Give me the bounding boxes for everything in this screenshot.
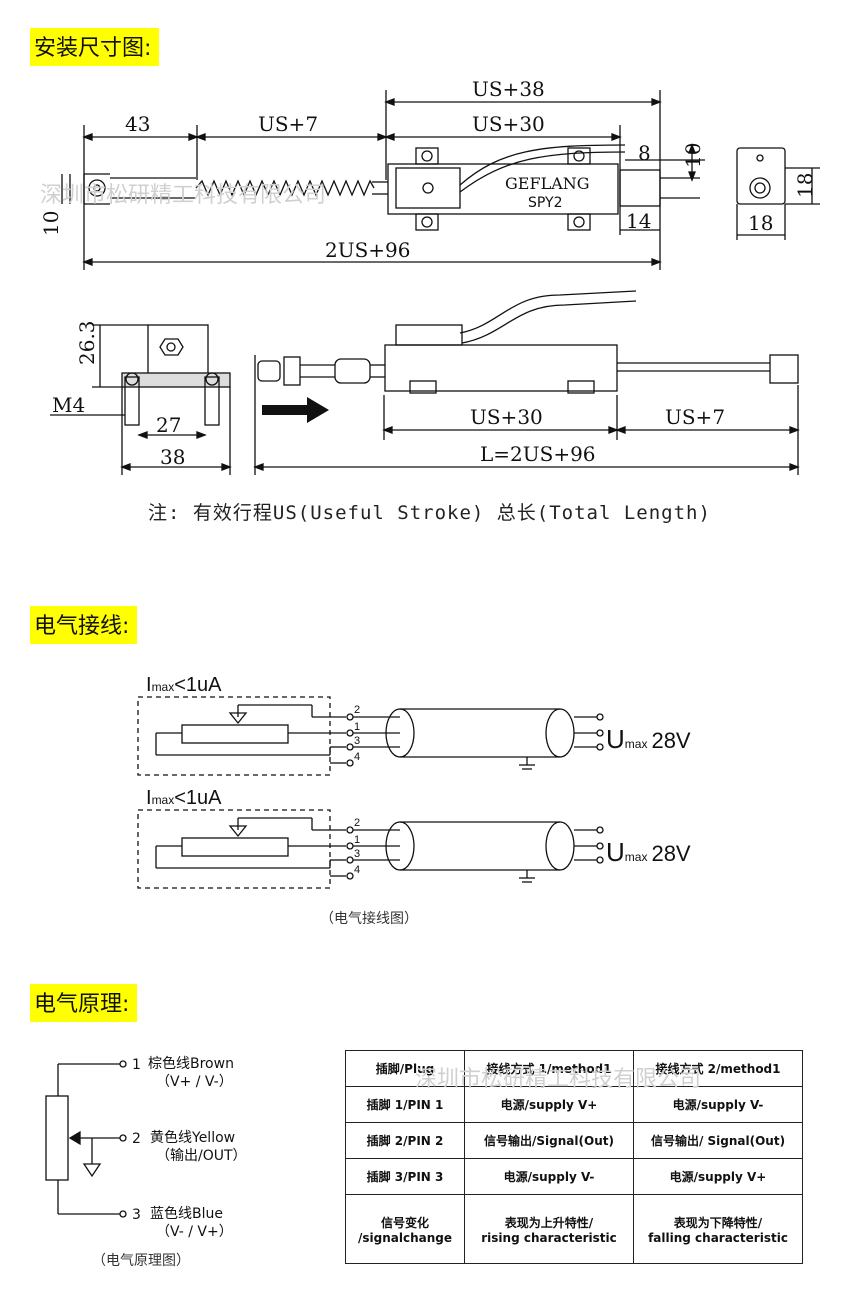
wire-name-yellow: 黄色线Yellow <box>150 1129 235 1146</box>
table-cell: 电源/supply V+ <box>464 1086 634 1123</box>
wire-desc-brown: （V+ / V-） <box>156 1074 233 1090</box>
dim-us30-side: US+30 <box>470 405 543 429</box>
pin-label-4b: 4 <box>354 864 360 876</box>
falling-cn: 表现为下降特性/ <box>673 1215 763 1230</box>
rising-en: rising characteristic <box>481 1230 617 1245</box>
pin-label-1: 1 <box>354 721 360 733</box>
table-row: 插脚 1/PIN 1 电源/supply V+ 电源/supply V- <box>345 1086 803 1123</box>
table-cell: 插脚 1/PIN 1 <box>345 1086 465 1123</box>
wire-desc-yellow: （输出/OUT） <box>156 1148 247 1164</box>
pin-label-2b: 2 <box>354 817 360 829</box>
wire-num-2: 2 <box>132 1131 141 1147</box>
table-row-signal: 信号变化/signalchange 表现为上升特性/rising charact… <box>345 1194 803 1264</box>
table-cell: 电源/supply V- <box>633 1086 803 1123</box>
falling-en: falling characteristic <box>648 1230 788 1245</box>
imax-label-1: Imax<1uA <box>146 674 222 696</box>
install-heading: 安装尺寸图: <box>30 28 160 66</box>
wire-num-3: 3 <box>132 1207 141 1223</box>
dim-us30-top: US+30 <box>472 112 545 136</box>
pin-label-3b: 3 <box>354 848 360 860</box>
table-header-cell: 插脚/Plug <box>345 1050 465 1087</box>
signal-change-cn: 信号变化 <box>380 1215 429 1230</box>
dim-total-top: 2US+96 <box>325 238 411 262</box>
table-cell: 插脚 2/PIN 2 <box>345 1122 465 1159</box>
wiring-heading: 电气接线: <box>30 606 138 644</box>
dim-length: L=2US+96 <box>480 442 596 466</box>
dim-43: 43 <box>125 112 150 136</box>
table-header-cell: 接线方式 1/method1 <box>464 1050 634 1087</box>
dim-38: 38 <box>160 445 185 469</box>
wire-name-brown: 棕色线Brown <box>148 1055 234 1072</box>
principle-caption: （电气原理图） <box>92 1253 190 1269</box>
signal-change-en: /signalchange <box>357 1230 452 1245</box>
wiring-caption: （电气接线图） <box>320 911 418 927</box>
pin-label-4: 4 <box>354 751 360 763</box>
dim-10-left: 10 <box>39 211 63 236</box>
table-cell: 电源/supply V+ <box>633 1158 803 1195</box>
imax-label-2: Imax<1uA <box>146 787 222 809</box>
dim-26-3: 26.3 <box>75 320 99 365</box>
dim-8: 8 <box>638 141 651 165</box>
pin-table: 插脚/Plug 接线方式 1/method1 接线方式 2/method1 插脚… <box>345 1050 803 1264</box>
pin-label-2: 2 <box>354 704 360 716</box>
table-header-row: 插脚/Plug 接线方式 1/method1 接线方式 2/method1 <box>345 1050 803 1087</box>
dim-m4: M4 <box>52 393 85 417</box>
watermark-top: 深圳市松研精工科技有限公司 <box>40 183 326 208</box>
top-view-drawing: 深圳市松研精工科技有限公司 43 US+7 US+38 US+30 8 10 1… <box>39 77 820 270</box>
dim-10-right: 10 <box>681 143 705 168</box>
table-cell: 信号变化/signalchange <box>345 1194 465 1264</box>
pin-label-3: 3 <box>354 735 360 747</box>
model-label: SPY2 <box>528 195 562 211</box>
dim-us7-top: US+7 <box>258 112 318 136</box>
direction-arrow-icon <box>262 397 329 423</box>
table-cell: 表现为下降特性/falling characteristic <box>633 1194 803 1264</box>
principle-diagram: 1 棕色线Brown （V+ / V-） 2 黄色线Yellow （输出/OUT… <box>45 1055 247 1240</box>
stroke-note: 注: 有效行程US(Useful Stroke) 总长(Total Length… <box>148 502 711 524</box>
side-view-drawing: 26.3 M4 27 38 US+30 US+7 L=2US+96 <box>50 290 800 475</box>
table-cell: 电源/supply V- <box>464 1158 634 1195</box>
table-cell: 信号输出/Signal(Out) <box>464 1122 634 1159</box>
dim-us7-side: US+7 <box>665 405 725 429</box>
dim-us38: US+38 <box>472 77 545 101</box>
table-row: 插脚 2/PIN 2 信号输出/Signal(Out) 信号输出/ Signal… <box>345 1122 803 1159</box>
wire-desc-blue: （V- / V+） <box>156 1224 233 1240</box>
brand-label: GEFLANG <box>505 174 590 193</box>
pin-label-1b: 1 <box>354 834 360 846</box>
dim-18-height: 18 <box>793 173 817 198</box>
rising-cn: 表现为上升特性/ <box>504 1215 594 1230</box>
table-cell: 信号输出/ Signal(Out) <box>633 1122 803 1159</box>
dim-18-width: 18 <box>748 211 773 235</box>
table-cell: 插脚 3/PIN 3 <box>345 1158 465 1195</box>
table-row: 插脚 3/PIN 3 电源/supply V- 电源/supply V+ <box>345 1158 803 1195</box>
dim-14: 14 <box>626 209 651 233</box>
wire-name-blue: 蓝色线Blue <box>150 1205 223 1222</box>
wire-num-1: 1 <box>132 1057 141 1073</box>
principle-heading: 电气原理: <box>30 984 138 1022</box>
table-header-cell: 接线方式 2/method1 <box>633 1050 803 1087</box>
dim-27: 27 <box>156 413 181 437</box>
table-cell: 表现为上升特性/rising characteristic <box>464 1194 634 1264</box>
